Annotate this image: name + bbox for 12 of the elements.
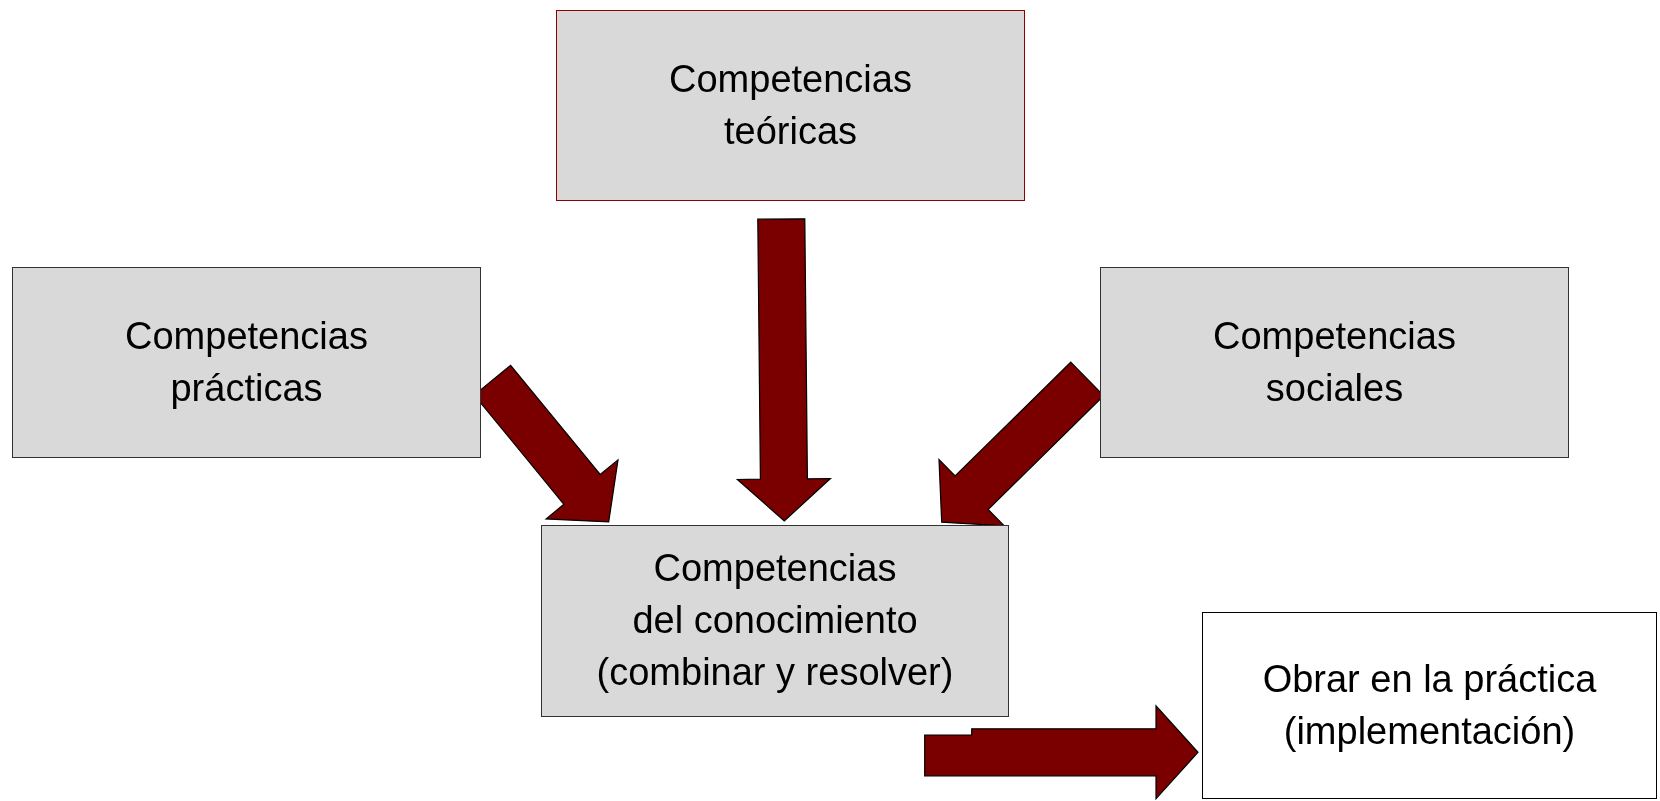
process-box: [1202, 612, 1657, 799]
block-arrow: [924, 704, 1199, 801]
process-box: [1100, 267, 1569, 458]
block-arrow: [735, 218, 832, 522]
process-box: [556, 10, 1025, 201]
box-label: Competencias prácticas: [124, 313, 369, 411]
process-box: [541, 525, 1009, 717]
box-label: Competencias teóricas: [668, 56, 913, 154]
process-box: [12, 267, 481, 458]
box-label: Obrar en la práctica (implementación): [1261, 656, 1598, 754]
box-label: Competencias sociales: [1212, 313, 1457, 411]
box-label: Competencias del conocimiento (combinar y resolver): [595, 546, 955, 695]
